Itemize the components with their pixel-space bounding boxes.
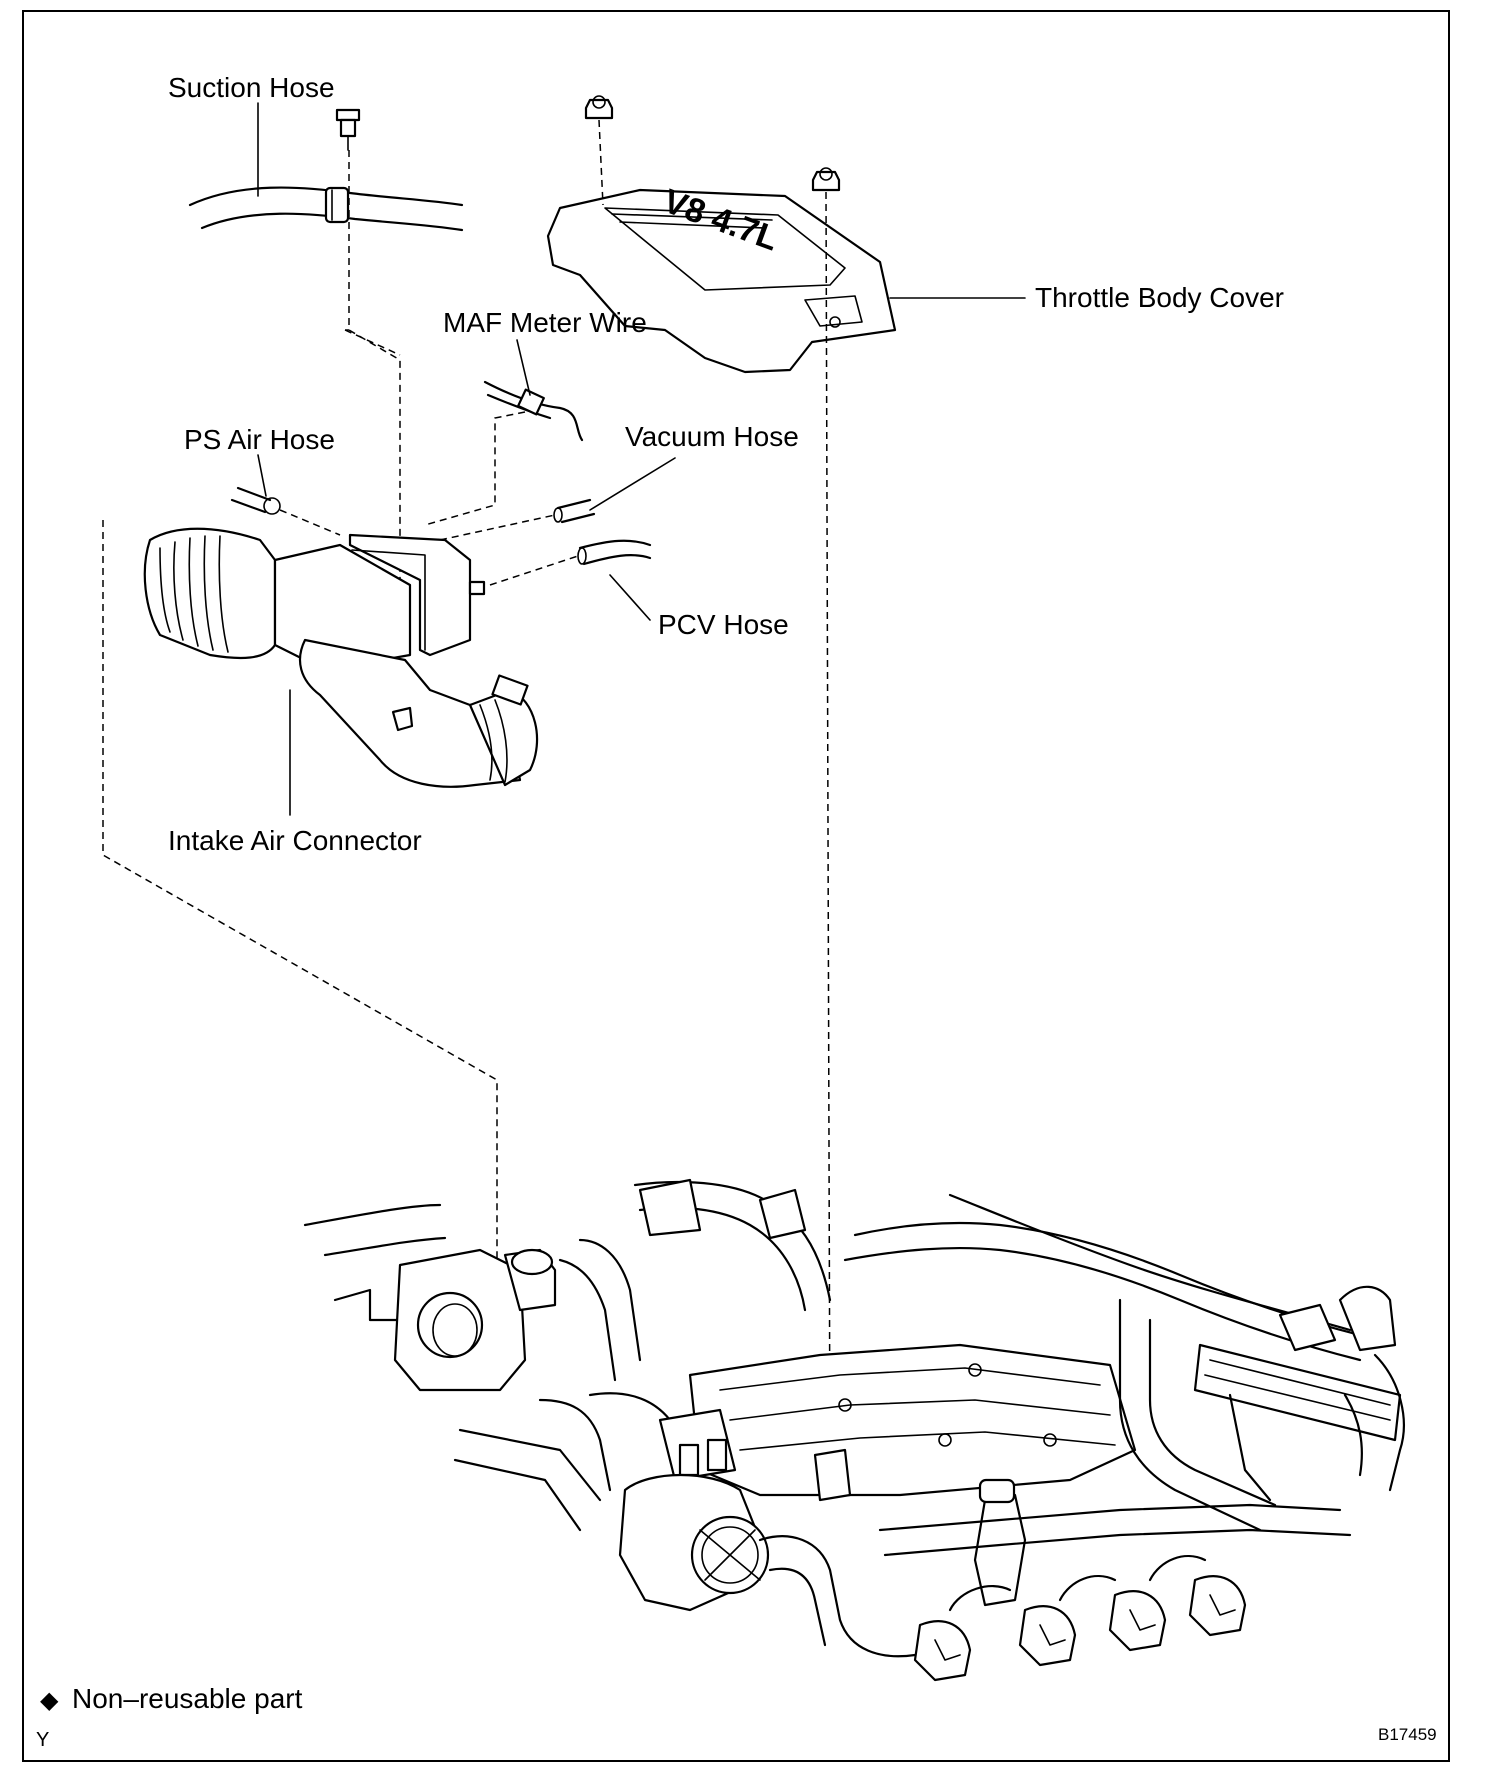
- diagram-frame: [22, 10, 1450, 1762]
- throttle-body-cover: V8 4.7L: [546, 182, 897, 374]
- nut-icon: [811, 167, 841, 192]
- maf-meter-wire: [483, 339, 584, 442]
- intake-air-connector: [143, 527, 539, 788]
- label-vacuum-hose: Vacuum Hose: [625, 421, 799, 452]
- suction-hose: [188, 186, 464, 232]
- vacuum-guide: [439, 514, 556, 541]
- cover-nut-guide-left: [598, 119, 604, 206]
- diamond-icon: ◆: [40, 1687, 59, 1714]
- legend-text: Non–reusable part: [72, 1683, 303, 1714]
- bolt-icon: [335, 108, 361, 151]
- vacuum-hose: [553, 457, 676, 524]
- engine-assembly: [303, 1178, 1405, 1682]
- corner-code: Y: [36, 1729, 49, 1751]
- nut-icon: [584, 95, 614, 120]
- figure-id: B17459: [1378, 1725, 1437, 1744]
- label-pcv-hose: PCV Hose: [658, 609, 789, 640]
- label-intake-air-connector: Intake Air Connector: [168, 825, 422, 856]
- ps-air-guide: [279, 509, 341, 536]
- cover-nut-guide-right: [825, 191, 831, 1466]
- pcv-guide: [489, 555, 579, 586]
- label-ps-air-hose: PS Air Hose: [184, 424, 335, 455]
- label-suction-hose: Suction Hose: [168, 72, 335, 103]
- pcv-hose: [577, 539, 652, 621]
- label-throttle-body-cover: Throttle Body Cover: [1035, 282, 1284, 313]
- ps-air-hose: [230, 454, 281, 515]
- label-maf-meter-wire: MAF Meter Wire: [443, 307, 647, 338]
- maf-guide: [424, 411, 526, 526]
